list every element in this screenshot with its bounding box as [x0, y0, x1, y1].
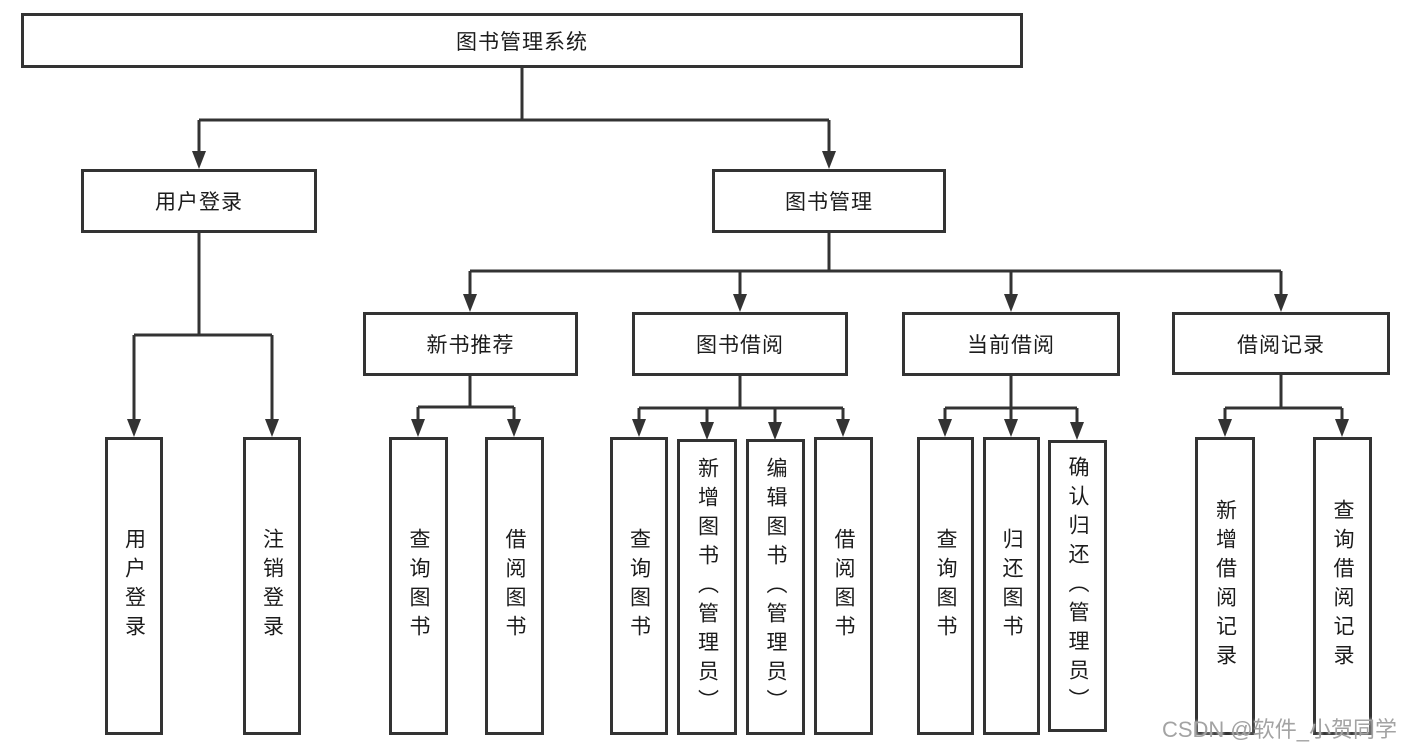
node-label: 查询图书 — [627, 528, 651, 644]
leaf-query-books-current: 查询图书 — [917, 437, 974, 735]
node-label: 用户登录 — [155, 191, 243, 214]
node-label: 确认归还（管理员） — [1066, 455, 1089, 717]
leaf-confirm-return-admin: 确认归还（管理员） — [1048, 440, 1107, 732]
node-label: 图书借阅 — [696, 334, 784, 357]
node-label: 查询图书 — [934, 528, 957, 644]
node-label: 归还图书 — [1000, 528, 1023, 644]
node-label: 借阅图书 — [503, 528, 526, 644]
node-new-book-recommend: 新书推荐 — [363, 312, 578, 376]
node-root-library-system: 图书管理系统 — [21, 13, 1023, 68]
leaf-query-borrow-record: 查询借阅记录 — [1313, 437, 1372, 735]
node-label: 借阅图书 — [832, 528, 855, 644]
arrowheads — [127, 151, 1349, 440]
csdn-watermark: CSDN @软件_小贺同学 — [1161, 717, 1397, 742]
leaf-logout: 注销登录 — [243, 437, 301, 735]
node-borrow-records: 借阅记录 — [1172, 312, 1390, 375]
node-label: 图书管理系统 — [456, 30, 588, 54]
node-user-login: 用户登录 — [81, 169, 317, 233]
leaf-borrow-books: 借阅图书 — [814, 437, 873, 735]
leaf-user-login: 用户登录 — [105, 437, 163, 735]
leaf-add-books-admin: 新增图书（管理员） — [677, 439, 737, 735]
node-label: 编辑图书（管理员） — [764, 456, 787, 718]
node-label: 注销登录 — [260, 528, 284, 644]
node-label: 图书管理 — [785, 191, 873, 214]
node-label: 用户登录 — [122, 528, 146, 644]
node-current-borrow: 当前借阅 — [902, 312, 1120, 376]
node-label: 查询借阅记录 — [1331, 499, 1354, 673]
leaf-return-books: 归还图书 — [983, 437, 1040, 735]
leaf-add-borrow-record: 新增借阅记录 — [1195, 437, 1255, 735]
node-label: 查询图书 — [407, 528, 430, 644]
node-book-borrow: 图书借阅 — [632, 312, 848, 376]
leaf-query-books-recommend: 查询图书 — [389, 437, 448, 735]
leaf-borrow-books-recommend: 借阅图书 — [485, 437, 544, 735]
leaf-query-books-borrow: 查询图书 — [610, 437, 668, 735]
node-label: 新增图书（管理员） — [695, 456, 719, 718]
node-label: 当前借阅 — [967, 334, 1055, 357]
node-label: 借阅记录 — [1237, 333, 1325, 357]
node-label: 新书推荐 — [426, 334, 515, 357]
node-label: 新增借阅记录 — [1213, 499, 1237, 673]
leaf-edit-books-admin: 编辑图书（管理员） — [746, 439, 805, 735]
node-book-management: 图书管理 — [712, 169, 946, 233]
